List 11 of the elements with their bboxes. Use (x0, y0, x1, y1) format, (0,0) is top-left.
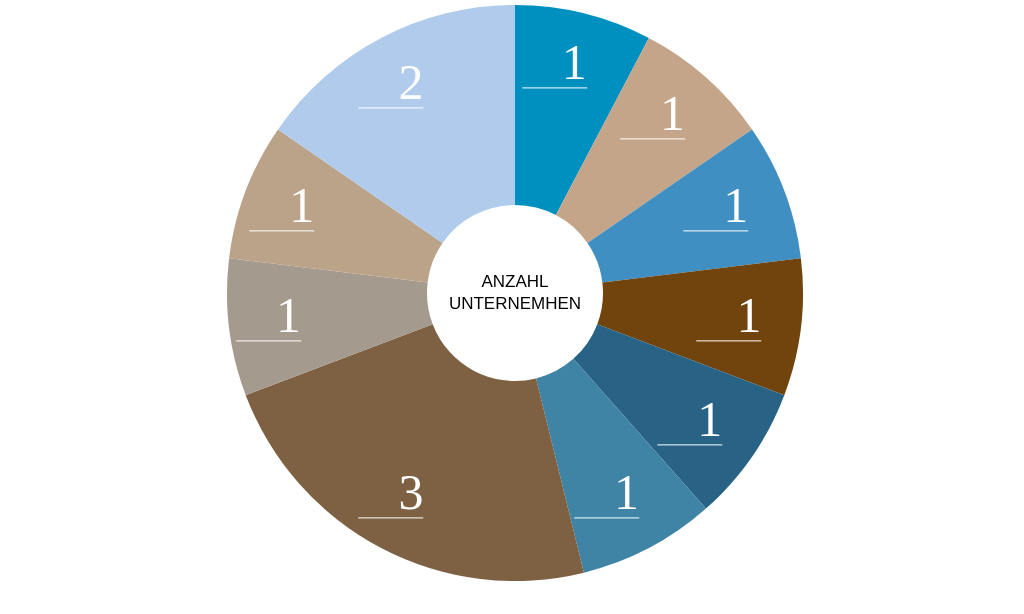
chart-title: ANZAHL UNTERNEMHEN (447, 271, 583, 315)
value-label: 1 (657, 394, 723, 446)
value-label: 2 (358, 56, 424, 108)
value-label: 3 (358, 467, 424, 519)
value-label: 1 (683, 180, 749, 232)
value-label: 1 (696, 290, 762, 342)
value-label: 1 (521, 37, 587, 89)
value-label: 1 (620, 88, 686, 140)
value-label: 1 (574, 467, 640, 519)
value-label: 1 (235, 290, 301, 342)
value-label: 1 (249, 180, 315, 232)
